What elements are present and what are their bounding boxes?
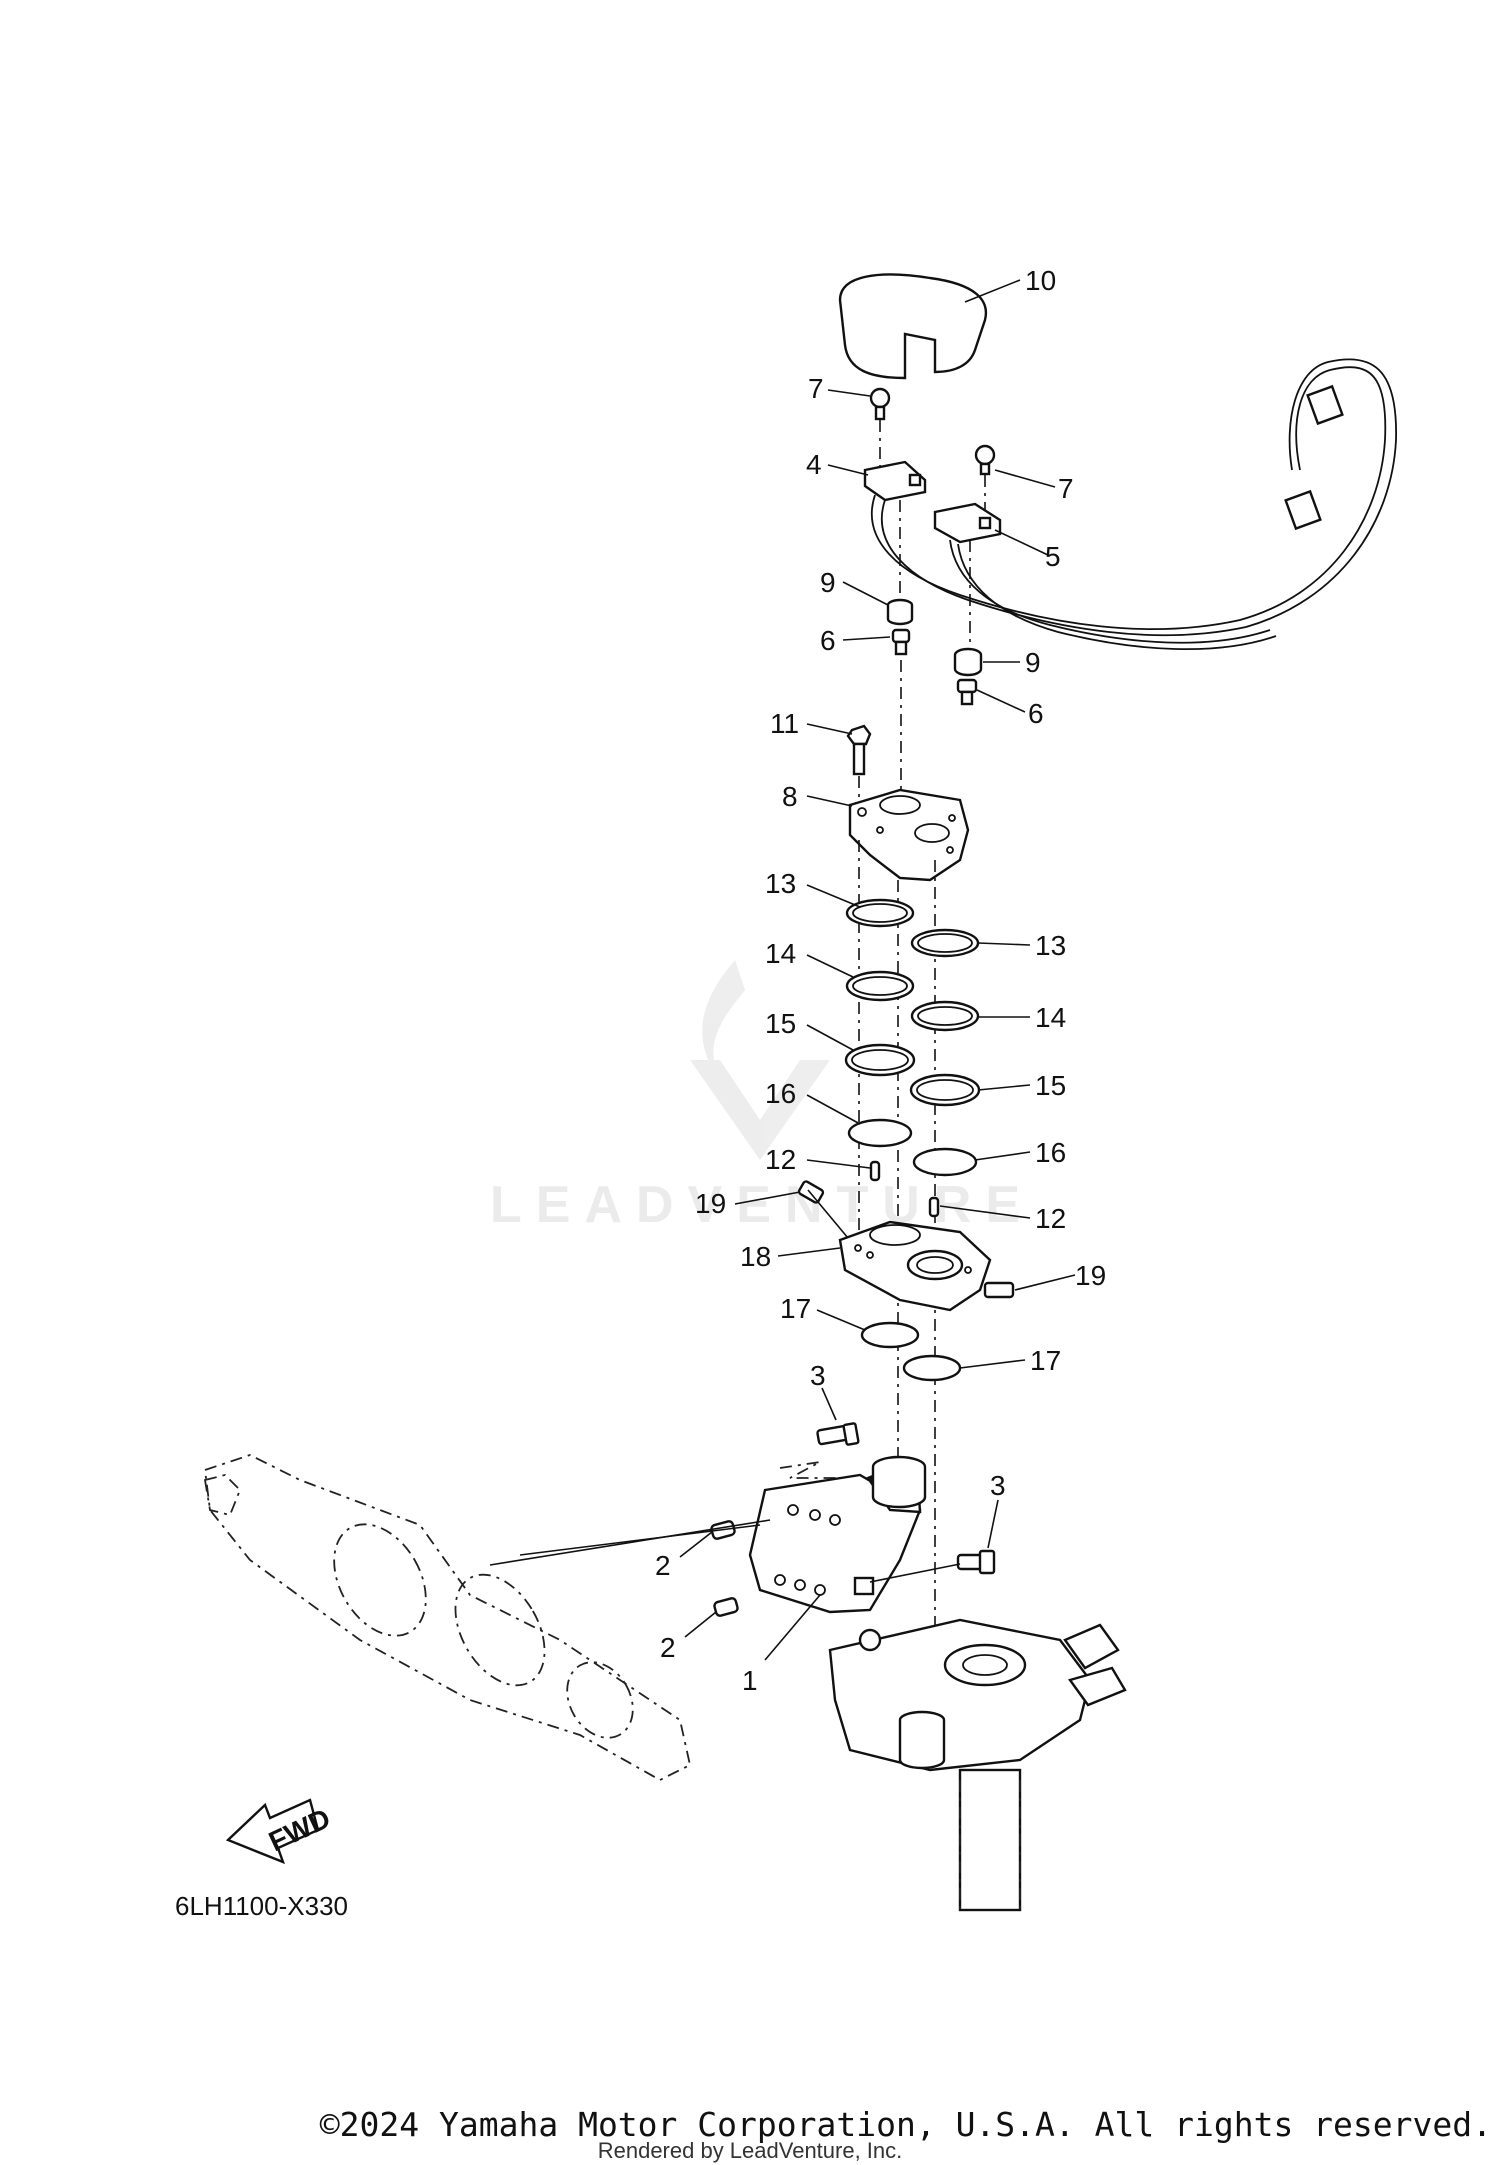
callout-15: 15 bbox=[765, 1008, 796, 1039]
housing-18 bbox=[838, 1220, 992, 1312]
callout-16: 16 bbox=[765, 1078, 796, 1109]
pin-12-left bbox=[869, 1160, 881, 1182]
callout-6: 6 bbox=[1028, 698, 1044, 729]
callout-8: 8 bbox=[782, 781, 798, 812]
watermark-text: LEADVENTURE bbox=[490, 1176, 1034, 1234]
bracket-8 bbox=[848, 788, 970, 882]
oring-16-left bbox=[847, 1118, 913, 1148]
wire-harness bbox=[870, 358, 1397, 651]
oring-16-right bbox=[912, 1147, 978, 1177]
cap-9-left bbox=[886, 598, 914, 626]
callout-13: 13 bbox=[1035, 930, 1066, 961]
callout-7: 7 bbox=[808, 373, 824, 404]
callout-19: 19 bbox=[1075, 1260, 1106, 1291]
ring-14-right bbox=[910, 1000, 980, 1032]
ring-15-right bbox=[909, 1073, 981, 1107]
diagram-code: 6LH1100-X330 bbox=[175, 1891, 348, 1921]
plug-6-left bbox=[891, 628, 911, 656]
callout-12: 12 bbox=[765, 1144, 796, 1175]
sleeve-2-bottom bbox=[713, 1597, 739, 1617]
oring-17-right bbox=[902, 1354, 962, 1382]
cap-9-right bbox=[953, 647, 983, 677]
callout-2: 2 bbox=[655, 1550, 671, 1581]
fitting-19-right bbox=[983, 1281, 1015, 1299]
fitting-19-left bbox=[797, 1180, 825, 1204]
callout-13: 13 bbox=[765, 868, 796, 899]
sensor-part-5 bbox=[933, 502, 1002, 544]
callout-2: 2 bbox=[660, 1632, 676, 1663]
ring-15-left bbox=[844, 1043, 916, 1077]
bolt-3-top bbox=[816, 1422, 860, 1446]
mount-rubber bbox=[871, 1455, 927, 1509]
screw-part bbox=[869, 387, 891, 421]
oring-17-left bbox=[860, 1321, 920, 1349]
callout-11: 11 bbox=[770, 708, 799, 739]
callout-19: 19 bbox=[695, 1188, 726, 1219]
callout-14: 14 bbox=[1035, 1002, 1066, 1033]
callout-labels: 10 7 7 4 5 9 6 9 6 11 8 13 13 14 14 15 1… bbox=[655, 265, 1106, 1696]
callout-17: 17 bbox=[1030, 1345, 1061, 1376]
callout-7: 7 bbox=[1058, 473, 1074, 504]
callout-18: 18 bbox=[740, 1241, 771, 1272]
callout-6: 6 bbox=[820, 625, 836, 656]
callout-1: 1 bbox=[742, 1665, 758, 1696]
leader-lines bbox=[679, 279, 1076, 1661]
callout-3: 3 bbox=[810, 1360, 826, 1391]
pin-12-right bbox=[928, 1196, 940, 1218]
circlip-13-left bbox=[845, 898, 915, 928]
callout-14: 14 bbox=[765, 938, 796, 969]
cap-part bbox=[838, 273, 988, 380]
callout-4: 4 bbox=[806, 449, 822, 480]
bolt-11 bbox=[846, 724, 872, 776]
callout-15: 15 bbox=[1035, 1070, 1066, 1101]
screw-part bbox=[974, 444, 996, 476]
sensor-part-4 bbox=[863, 460, 927, 502]
ring-14-left bbox=[845, 970, 915, 1002]
callout-3: 3 bbox=[990, 1470, 1006, 1501]
plug-6-right bbox=[956, 678, 978, 706]
callout-9: 9 bbox=[820, 567, 836, 598]
ghost-shaft bbox=[203, 1454, 692, 1782]
rendered-by-notice: Rendered by LeadVenture, Inc. bbox=[597, 2138, 903, 2163]
callout-5: 5 bbox=[1045, 541, 1061, 572]
callout-9: 9 bbox=[1025, 647, 1041, 678]
callout-10: 10 bbox=[1025, 265, 1056, 296]
callout-12: 12 bbox=[1035, 1203, 1066, 1234]
copyright-notice: ©2024 Yamaha Motor Corporation, U.S.A. A… bbox=[319, 2105, 1492, 2144]
fwd-arrow-icon: FWD bbox=[225, 1798, 335, 1865]
callout-16: 16 bbox=[1035, 1137, 1066, 1168]
callout-17: 17 bbox=[780, 1293, 811, 1324]
lower-mount bbox=[828, 1618, 1127, 1912]
bolt-3-right bbox=[956, 1549, 996, 1575]
circlip-13-right bbox=[910, 928, 980, 958]
